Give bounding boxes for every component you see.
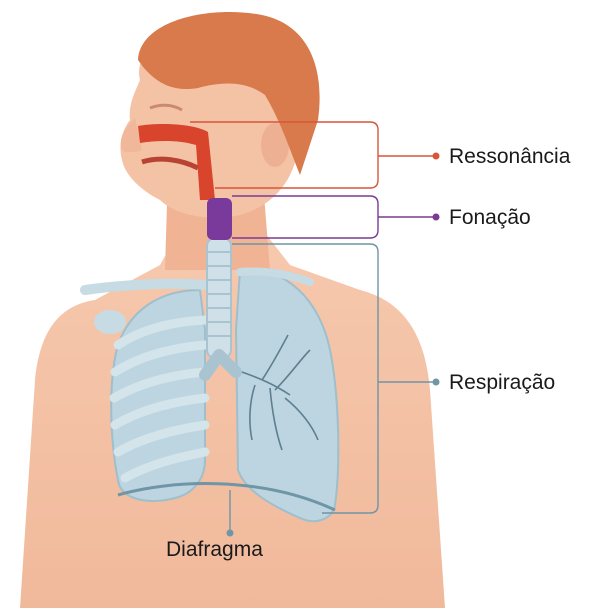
- shoulder-joint: [94, 310, 126, 334]
- label-diafragma: Diafragma: [166, 539, 263, 560]
- dot-diafragma: [227, 530, 234, 537]
- label-fonacao: Fonação: [449, 207, 531, 228]
- label-respiracao: Respiração: [449, 372, 555, 393]
- dot-fonacao: [433, 214, 440, 221]
- dot-respiracao: [433, 379, 440, 386]
- dot-ressonancia: [433, 153, 440, 160]
- trachea: [207, 238, 231, 358]
- larynx: [207, 198, 232, 240]
- label-ressonancia: Ressonância: [449, 146, 570, 167]
